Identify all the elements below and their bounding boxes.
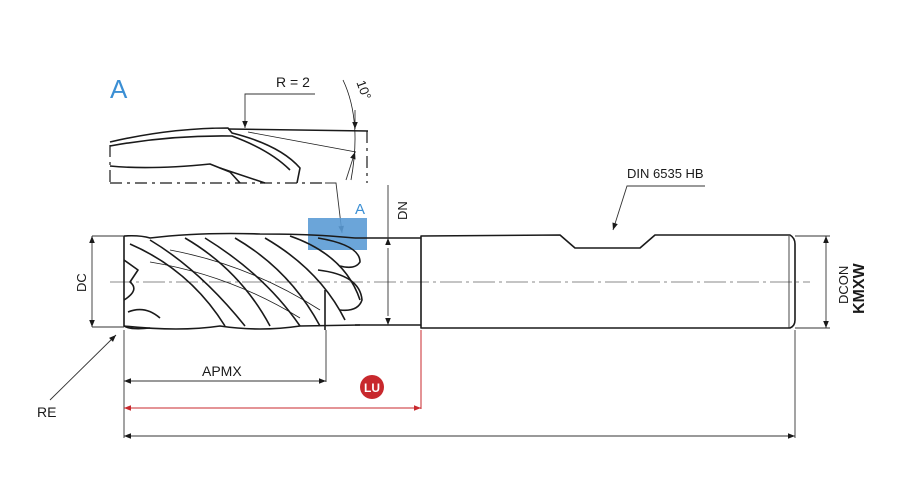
detail-flute-line [219, 167, 266, 184]
angle-arc [342, 79, 356, 181]
detail-label: A [110, 74, 128, 104]
din-leader [612, 185, 705, 231]
detail-flute-lower [109, 163, 241, 184]
shank [420, 234, 796, 329]
lu-badge [360, 375, 384, 399]
detail-flute-outer [109, 127, 301, 184]
dcon-label: DCON [836, 266, 851, 304]
dc-dimension: DC [74, 235, 124, 328]
re-leader [49, 334, 117, 401]
apmx-label: APMX [202, 363, 242, 379]
re-label: RE [37, 404, 56, 420]
detail-top-edge [227, 128, 369, 132]
lu-label: LU [364, 381, 380, 395]
dn-dimension: DN [385, 185, 410, 325]
angle-label: 10° [353, 78, 374, 102]
din-label: DIN 6535 HB [627, 166, 704, 181]
detail-marker-label: A [355, 201, 365, 218]
radius-leader [242, 93, 315, 128]
detail-angle-line [247, 131, 357, 153]
detail-leader [325, 182, 344, 234]
angle-ref-line-2 [345, 151, 356, 181]
kmxw-label: KMXW [851, 262, 868, 314]
dn-label: DN [395, 201, 410, 220]
detail-flute-inner [109, 135, 291, 171]
detail-view-a: A R = 2 10° [109, 74, 374, 234]
radius-label: R = 2 [276, 74, 310, 90]
dcon-dimension: DCON KMXW [795, 235, 868, 329]
apmx-dimension: APMX [124, 363, 326, 384]
dc-label: DC [74, 273, 89, 292]
lu-dimension: LU [124, 375, 421, 411]
detail-marker-highlight [308, 218, 367, 250]
cutting-part [123, 232, 363, 330]
